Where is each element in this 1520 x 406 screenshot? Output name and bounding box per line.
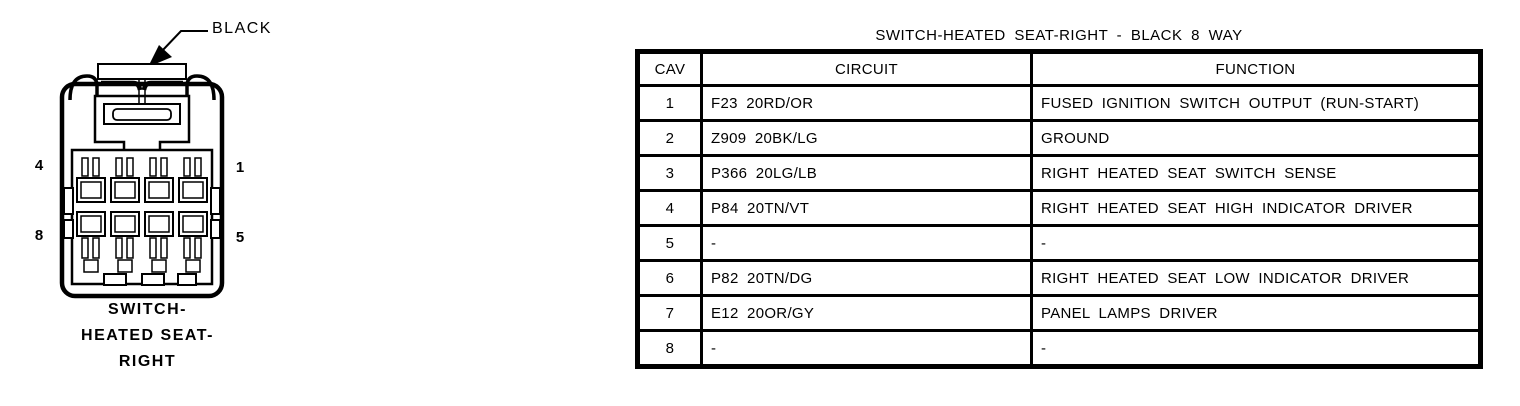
circuit-cell: F23 20RD/OR [700, 84, 1033, 122]
cav-cell: 1 [636, 84, 703, 122]
circuit-cell: Z909 20BK/LG [700, 119, 1033, 157]
table-row: 1 F23 20RD/OR FUSED IGNITION SWITCH OUTP… [636, 84, 1482, 122]
cav-cell: 8 [636, 329, 703, 368]
connector-color-label: BLACK [212, 20, 272, 37]
cav-cell: 2 [636, 119, 703, 157]
function-cell: - [1030, 224, 1482, 262]
function-cell: RIGHT HEATED SEAT LOW INDICATOR DRIVER [1030, 259, 1482, 297]
function-cell: RIGHT HEATED SEAT HIGH INDICATOR DRIVER [1030, 189, 1482, 227]
circuit-cell: P366 20LG/LB [700, 154, 1033, 192]
circuit-cell: P82 20TN/DG [700, 259, 1033, 297]
circuit-cell: - [700, 329, 1033, 368]
function-cell: RIGHT HEATED SEAT SWITCH SENSE [1030, 154, 1482, 192]
cav-cell: 5 [636, 224, 703, 262]
pin-number-top-right: 1 [235, 159, 245, 176]
cav-cell: 7 [636, 294, 703, 332]
connector-caption-line: HEATED SEAT- [81, 327, 214, 344]
pinout-table: CAV CIRCUIT FUNCTION 1 F23 20RD/OR FUSED… [635, 49, 1483, 369]
function-cell: PANEL LAMPS DRIVER [1030, 294, 1482, 332]
table-row: 6 P82 20TN/DG RIGHT HEATED SEAT LOW INDI… [636, 259, 1482, 297]
table-row: 8 - - [636, 329, 1482, 368]
function-cell: FUSED IGNITION SWITCH OUTPUT (RUN-START) [1030, 84, 1482, 122]
table-row: 7 E12 20OR/GY PANEL LAMPS DRIVER [636, 294, 1482, 332]
connector-drawing [59, 30, 225, 299]
cav-cell: 4 [636, 189, 703, 227]
header-row: CAV CIRCUIT FUNCTION [636, 50, 1482, 87]
table-row: 4 P84 20TN/VT RIGHT HEATED SEAT HIGH IND… [636, 189, 1482, 227]
column-header-cav: CAV [636, 50, 703, 87]
cav-cell: 3 [636, 154, 703, 192]
connector-caption: SWITCH- HEATED SEAT- RIGHT [55, 297, 240, 375]
function-cell: GROUND [1030, 119, 1482, 157]
black-leader-arrow [148, 30, 208, 67]
column-header-function: FUNCTION [1030, 50, 1482, 87]
pin-number-bottom-right: 5 [235, 229, 245, 246]
circuit-cell: E12 20OR/GY [700, 294, 1033, 332]
terminal-grid [63, 148, 221, 286]
connector-figure: BLACK [0, 0, 310, 406]
connector-caption-line: RIGHT [118, 353, 177, 370]
pin-number-bottom-left: 8 [34, 227, 44, 244]
table-row: 5 - - [636, 224, 1482, 262]
column-header-circuit: CIRCUIT [700, 50, 1033, 87]
table-row: 2 Z909 20BK/LG GROUND [636, 119, 1482, 157]
cav-cell: 6 [636, 259, 703, 297]
circuit-cell: P84 20TN/VT [700, 189, 1033, 227]
pin-number-top-left: 4 [34, 157, 44, 174]
pinout-table-header: CAV CIRCUIT FUNCTION [636, 50, 1482, 87]
circuit-cell: - [700, 224, 1033, 262]
function-cell: - [1030, 329, 1482, 368]
table-title: SWITCH-HEATED SEAT-RIGHT - BLACK 8 WAY [875, 27, 1243, 44]
connector-latch [93, 63, 191, 158]
table-row: 3 P366 20LG/LB RIGHT HEATED SEAT SWITCH … [636, 154, 1482, 192]
connector-caption-line: SWITCH- [108, 301, 187, 318]
